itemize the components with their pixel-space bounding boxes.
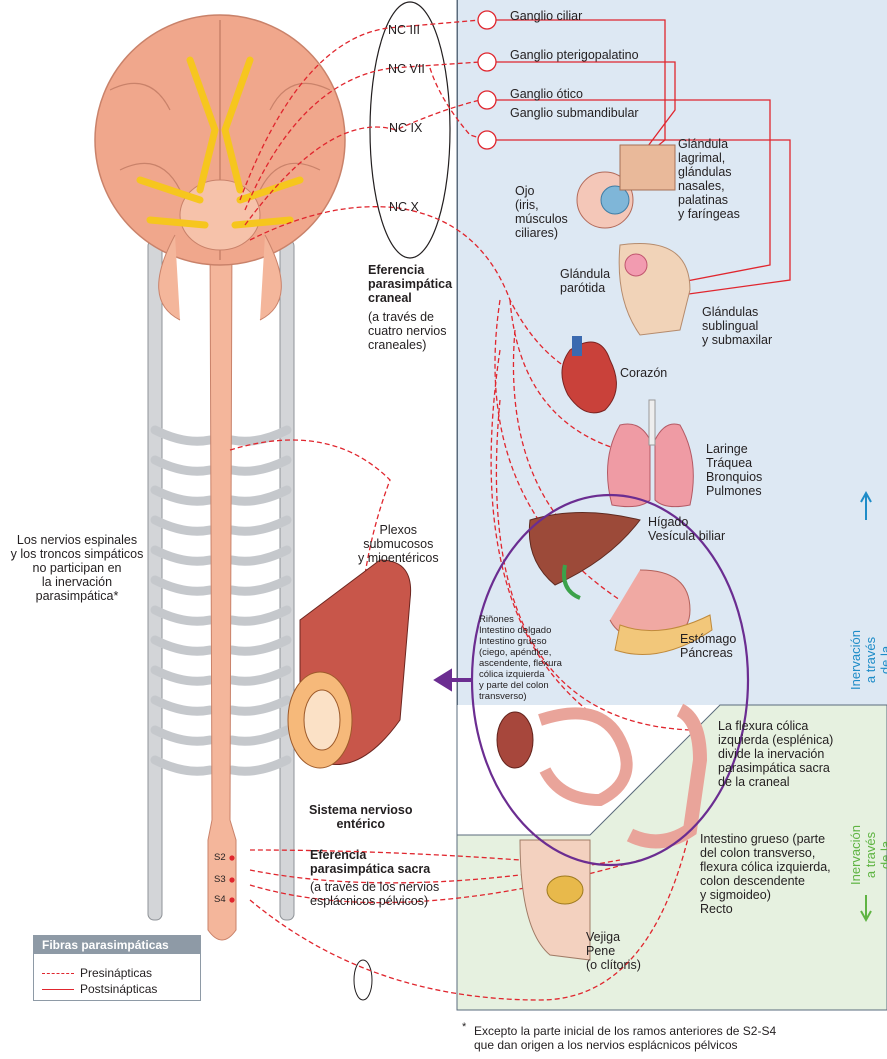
- ganglion-label: Ganglio submandibular: [510, 106, 639, 120]
- intestine-label: Riñones Intestino delgado Intestino grue…: [479, 614, 562, 702]
- sublingual-label: Glándulas sublingual y submaxilar: [702, 305, 773, 347]
- heart-illustration: [561, 336, 617, 414]
- cranial-arrow: [860, 490, 872, 520]
- spinal-note: Los nervios espinales y los troncos simp…: [10, 533, 144, 603]
- ganglion-label: Ganglio ciliar: [510, 9, 583, 23]
- sacral-arrow: [860, 895, 872, 923]
- heart-label: Corazón: [620, 366, 668, 380]
- cn-label: NC IX: [389, 121, 423, 135]
- pelvis-illustration: [519, 839, 591, 961]
- kidney-intestine-illustration: [496, 707, 633, 807]
- cn-label: NC X: [389, 200, 419, 214]
- stomach-label: Estómago Páncreas: [680, 632, 737, 660]
- face-glands-illustration: [618, 243, 691, 336]
- ganglion-label: Ganglio pterigopalatino: [510, 48, 639, 62]
- enteric-tube-illustration: [287, 559, 412, 769]
- sacral-segment: S2: [214, 852, 226, 863]
- footnote-mark: *: [462, 1021, 467, 1033]
- ganglion-icon: [477, 10, 497, 150]
- eye-illustration: [576, 144, 676, 229]
- cn-label: NC III: [388, 23, 420, 37]
- cranial-outflow-title: Eferencia parasimpática craneal: [368, 263, 453, 305]
- liver-label: Hígado Vesícula biliar: [648, 515, 726, 543]
- legend-label: Presinápticas: [80, 966, 153, 980]
- cn-label: NC VII: [388, 62, 425, 76]
- footnote: Excepto la parte inicial de los ramos an…: [474, 1024, 777, 1052]
- plexus-label: Plexos submucosos y mioentéricos: [358, 523, 439, 565]
- legend-title: Fibras parasimpáticas: [34, 936, 200, 954]
- legend-item-presynaptic: Presinápticas: [42, 966, 152, 980]
- cranial-side-label: Inervación a través de la eferencia cran…: [848, 630, 887, 690]
- legend-item-postsynaptic: Postsinápticas: [42, 982, 157, 996]
- lungs-illustration: [607, 399, 694, 508]
- spinal-cord-illustration: [207, 229, 237, 941]
- colon-illustration: [626, 703, 708, 849]
- legend: Fibras parasimpáticas Presinápticas Post…: [33, 935, 201, 1001]
- eye-label: Ojo (iris, músculos ciliares): [515, 184, 568, 240]
- sacral-outflow-title: Eferencia parasimpática sacra: [310, 848, 431, 876]
- ganglion-label: Ganglio ótico: [510, 87, 583, 101]
- lungs-label: Laringe Tráquea Bronquios Pulmones: [706, 442, 763, 498]
- large-intestine-label: Intestino grueso (parte del colon transv…: [700, 832, 831, 916]
- enteric-system-label: Sistema nervioso entérico: [309, 803, 413, 831]
- parotid-label: Glándula parótida: [560, 267, 611, 295]
- spinal-nerve-ribs: [150, 425, 292, 776]
- bladder-label: Vejiga Pene (o clítoris): [586, 930, 641, 972]
- sacral-nerves-ellipse: [353, 959, 373, 1001]
- liver-illustration: [528, 512, 641, 600]
- sacral-segment: S4: [214, 894, 226, 905]
- lacrimal-label: Glándula lagrimal, glándulas nasales, pa…: [678, 137, 740, 221]
- flexure-label: La flexura cólica izquierda (esplénica) …: [718, 719, 834, 789]
- cranial-outflow-sub: (a través de cuatro nervios craneales): [368, 310, 447, 352]
- sacral-segment: S3: [214, 874, 226, 885]
- sacral-side-label: Inervación a través de la eferencia sacr…: [848, 825, 887, 885]
- brain-illustration: [94, 14, 346, 321]
- enteric-arrow: [433, 668, 472, 692]
- sacral-outflow-sub: (a través de los nervios esplácnicos pél…: [310, 880, 440, 908]
- stomach-pancreas-illustration: [609, 569, 713, 655]
- legend-label: Postsinápticas: [80, 982, 158, 996]
